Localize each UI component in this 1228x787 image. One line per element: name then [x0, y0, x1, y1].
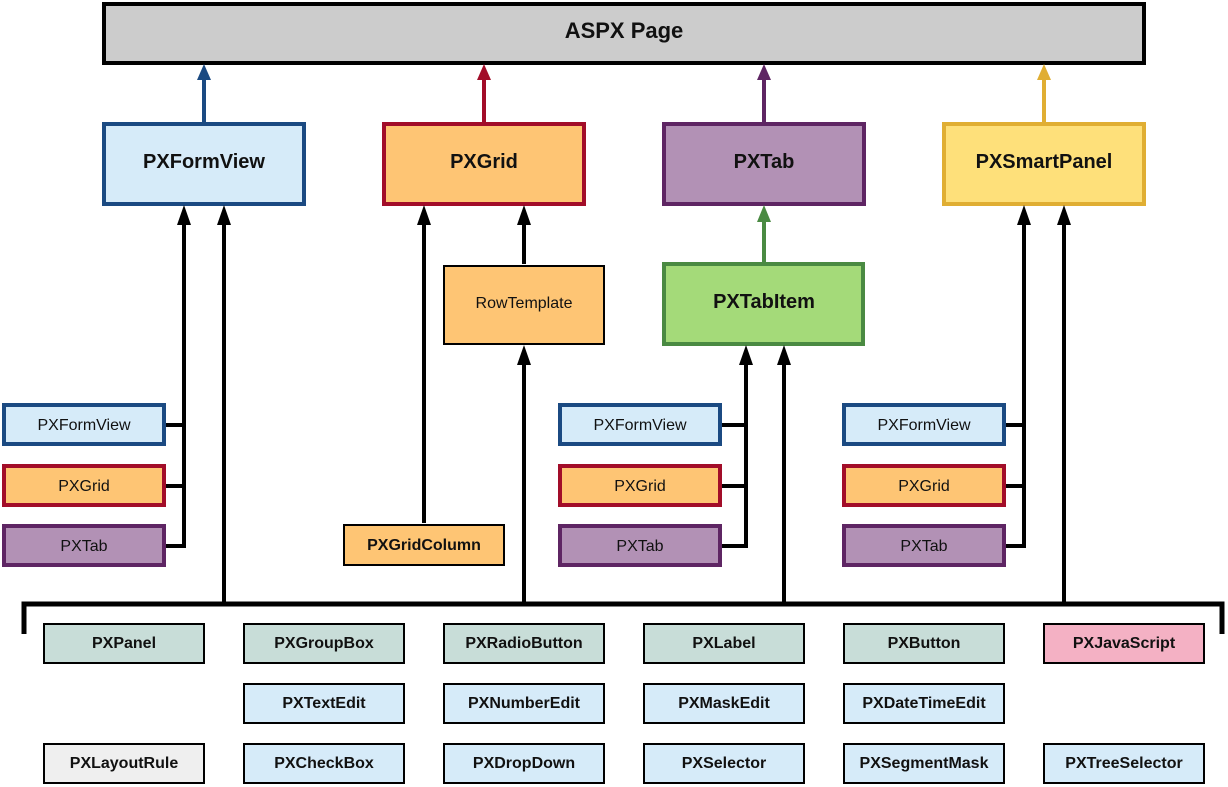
- container-label: PXSmartPanel: [976, 151, 1113, 173]
- control-label: PXTextEdit: [282, 695, 366, 712]
- container-node-grid[interactable]: PXGrid: [382, 122, 586, 206]
- control-label: PXButton: [888, 635, 961, 652]
- control-pxselector[interactable]: PXSelector: [643, 743, 805, 784]
- controls-bracket: [21, 601, 1225, 634]
- nested-item[interactable]: PXFormView: [2, 403, 166, 446]
- arrowhead-icon: [777, 345, 791, 365]
- arrowhead-icon: [477, 64, 491, 80]
- control-pxdatetimeedit[interactable]: PXDateTimeEdit: [843, 683, 1005, 724]
- control-label: PXPanel: [92, 635, 156, 652]
- control-label: PXCheckBox: [274, 755, 374, 772]
- pxgridcolumn-label: PXGridColumn: [367, 537, 481, 554]
- control-label: PXDateTimeEdit: [862, 695, 986, 712]
- control-label: PXDropDown: [473, 755, 575, 772]
- control-label: PXLayoutRule: [70, 755, 179, 772]
- control-grid: PXPanel PXGroupBox PXRadioButton PXLabel PXB…: [43, 623, 1205, 784]
- arrowhead-icon: [177, 205, 191, 225]
- arrowhead-icon: [757, 205, 771, 222]
- nested-item[interactable]: PXTab: [2, 524, 166, 567]
- nested-item[interactable]: PXGrid: [2, 464, 166, 507]
- arrowhead-icon: [197, 64, 211, 80]
- nested-item-label: PXFormView: [593, 417, 687, 434]
- container-label: PXFormView: [143, 151, 265, 173]
- control-pxgroupbox[interactable]: PXGroupBox: [243, 623, 405, 664]
- nested-item-label: PXFormView: [37, 417, 131, 434]
- control-pxtextedit[interactable]: PXTextEdit: [243, 683, 405, 724]
- aspx-page-node[interactable]: ASPX Page: [102, 2, 1146, 65]
- container-label: PXTab: [734, 151, 795, 173]
- control-pxtreeselector[interactable]: PXTreeSelector: [1043, 743, 1205, 784]
- arrowhead-icon: [1017, 205, 1031, 225]
- rowtemplate-label: RowTemplate: [476, 295, 573, 312]
- arrowhead-icon: [1057, 205, 1071, 225]
- aspx-page-label: ASPX Page: [565, 18, 684, 43]
- arrowhead-icon: [757, 64, 771, 80]
- control-pxbutton[interactable]: PXButton: [843, 623, 1005, 664]
- control-label: PXSegmentMask: [860, 755, 989, 772]
- nested-item[interactable]: PXGrid: [842, 464, 1006, 507]
- control-label: PXNumberEdit: [468, 695, 581, 712]
- container-label: PXGrid: [450, 151, 518, 173]
- pxtabitem-label: PXTabItem: [713, 291, 815, 313]
- container-node-tab[interactable]: PXTab: [662, 122, 866, 206]
- arrowhead-icon: [217, 205, 231, 225]
- nested-item-label: PXGrid: [898, 478, 950, 495]
- control-label: PXMaskEdit: [678, 695, 770, 712]
- arrowhead-icon: [517, 205, 531, 225]
- rowtemplate-node[interactable]: RowTemplate: [443, 265, 605, 345]
- container-node-smartpanel[interactable]: PXSmartPanel: [942, 122, 1146, 206]
- nested-item-label: PXTab: [616, 538, 663, 555]
- control-label: PXTreeSelector: [1065, 755, 1182, 772]
- control-pxlayoutrule[interactable]: PXLayoutRule: [43, 743, 205, 784]
- nested-item-label: PXGrid: [614, 478, 666, 495]
- control-label: PXLabel: [692, 635, 755, 652]
- arrowhead-icon: [417, 205, 431, 225]
- control-pxmaskedit[interactable]: PXMaskEdit: [643, 683, 805, 724]
- nested-item-label: PXGrid: [58, 478, 110, 495]
- arrowhead-icon: [517, 345, 531, 365]
- arrowhead-icon: [1037, 64, 1051, 80]
- control-label: PXJavaScript: [1073, 635, 1176, 652]
- nested-item[interactable]: PXFormView: [842, 403, 1006, 446]
- control-pxcheckbox[interactable]: PXCheckBox: [243, 743, 405, 784]
- control-pxjavascript[interactable]: PXJavaScript: [1043, 623, 1205, 664]
- control-pxnumberedit[interactable]: PXNumberEdit: [443, 683, 605, 724]
- control-pxpanel[interactable]: PXPanel: [43, 623, 205, 664]
- pxtabitem-node[interactable]: PXTabItem: [662, 262, 865, 346]
- arrowhead-icon: [739, 345, 753, 365]
- nested-item-label: PXTab: [60, 538, 107, 555]
- control-pxradiobutton[interactable]: PXRadioButton: [443, 623, 605, 664]
- control-label: PXRadioButton: [465, 635, 582, 652]
- connectors: [21, 64, 1225, 634]
- pxgridcolumn-node[interactable]: PXGridColumn: [343, 524, 505, 566]
- nested-item[interactable]: PXTab: [558, 524, 722, 567]
- nested-item[interactable]: PXFormView: [558, 403, 722, 446]
- container-node-formview[interactable]: PXFormView: [102, 122, 306, 206]
- control-pxdropdown[interactable]: PXDropDown: [443, 743, 605, 784]
- nested-item[interactable]: PXTab: [842, 524, 1006, 567]
- control-pxsegmentmask[interactable]: PXSegmentMask: [843, 743, 1005, 784]
- nested-item[interactable]: PXGrid: [558, 464, 722, 507]
- control-pxlabel[interactable]: PXLabel: [643, 623, 805, 664]
- control-label: PXSelector: [682, 755, 766, 772]
- control-label: PXGroupBox: [274, 635, 374, 652]
- nested-item-label: PXTab: [900, 538, 947, 555]
- nested-item-label: PXFormView: [877, 417, 971, 434]
